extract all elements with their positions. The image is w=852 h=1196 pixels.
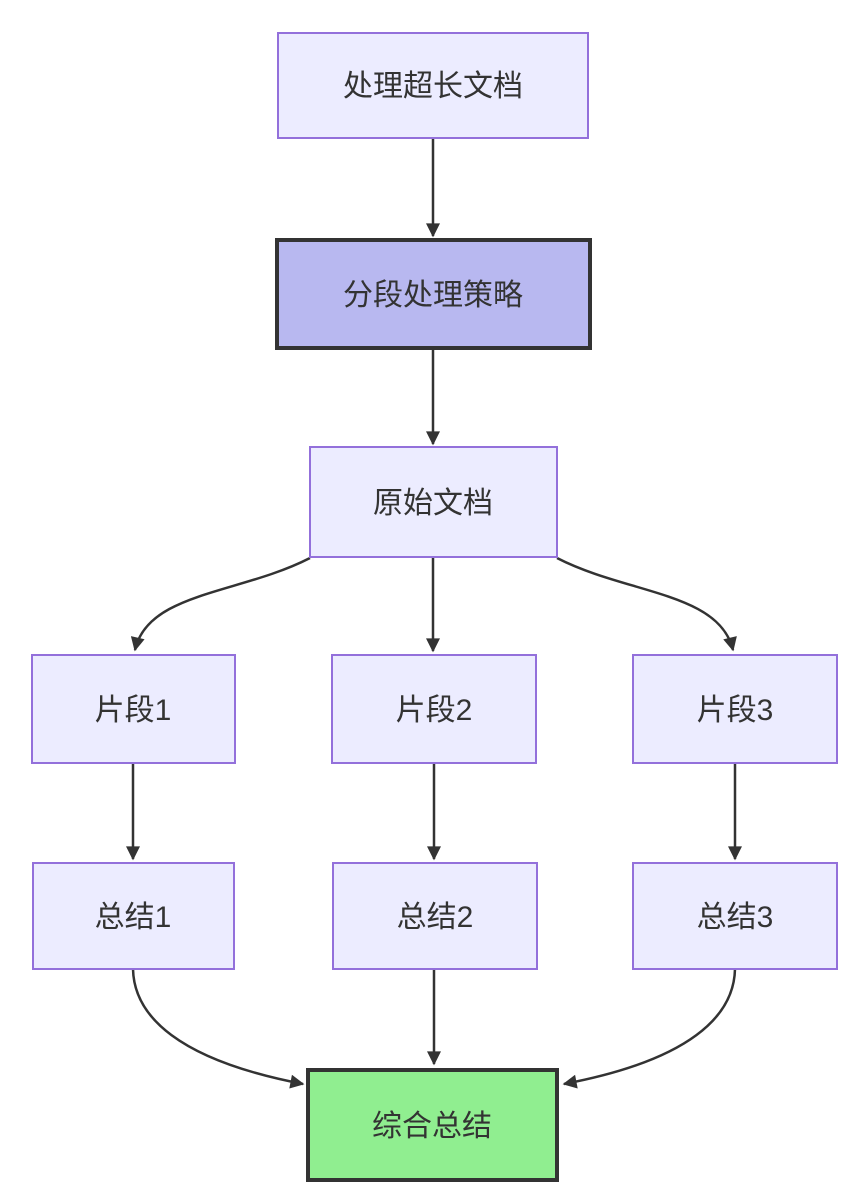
node-label: 综合总结 — [372, 1110, 492, 1143]
node-box — [309, 446, 558, 558]
node-fragment-1: 片段1 — [31, 654, 236, 764]
node-box — [31, 654, 236, 764]
node-box — [275, 238, 592, 350]
node-box — [32, 862, 235, 970]
node-fragment-2: 片段2 — [331, 654, 537, 764]
node-label: 处理超长文档 — [343, 70, 523, 103]
node-process-long-document: 处理超长文档 — [277, 32, 589, 139]
node-label: 总结1 — [95, 901, 172, 934]
node-label: 片段3 — [697, 694, 774, 727]
edge-original-to-fragment1 — [130, 556, 311, 652]
node-comprehensive-summary: 综合总结 — [306, 1068, 559, 1182]
node-summary-2: 总结2 — [332, 862, 538, 970]
node-original-document: 原始文档 — [309, 446, 558, 558]
node-box — [632, 862, 838, 970]
node-label: 总结2 — [397, 901, 474, 934]
node-summary-3: 总结3 — [632, 862, 838, 970]
node-label: 分段处理策略 — [343, 279, 523, 312]
node-fragment-3: 片段3 — [632, 654, 838, 764]
node-box — [332, 862, 538, 970]
edge-summary1-to-final — [131, 968, 305, 1089]
edge-original-to-fragment3 — [556, 556, 737, 652]
node-segmentation-strategy: 分段处理策略 — [275, 238, 592, 350]
edge-summary3-to-final — [562, 968, 737, 1089]
node-box — [331, 654, 537, 764]
node-label: 片段1 — [95, 694, 172, 727]
node-label: 片段2 — [396, 694, 473, 727]
node-box — [277, 32, 589, 139]
node-box — [632, 654, 838, 764]
node-box — [306, 1068, 559, 1182]
node-label: 原始文档 — [373, 487, 493, 520]
node-label: 总结3 — [697, 901, 774, 934]
node-summary-1: 总结1 — [32, 862, 235, 970]
